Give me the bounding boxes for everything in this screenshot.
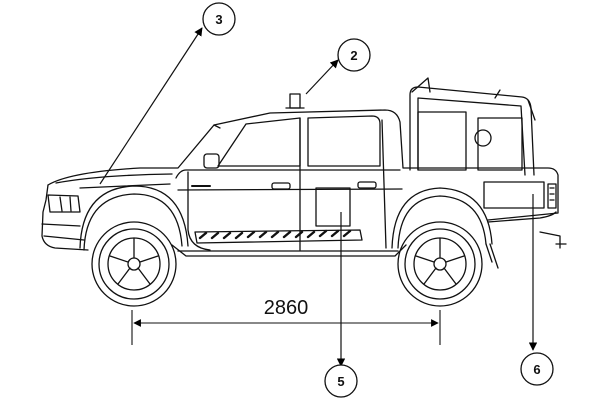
leader-line-3 xyxy=(99,27,203,185)
roof-beacon xyxy=(285,93,305,109)
door-stripe-decal xyxy=(194,229,363,244)
tail-light xyxy=(547,183,557,209)
callout-3-label: 3 xyxy=(215,12,222,27)
front-wheel xyxy=(91,221,177,307)
cab-doors xyxy=(187,117,387,251)
callout-6: 6 xyxy=(520,352,554,386)
callout-5-label: 5 xyxy=(337,374,344,389)
callout-6-label: 6 xyxy=(533,362,540,377)
callout-2-label: 2 xyxy=(350,48,357,63)
callout-3: 3 xyxy=(202,2,236,36)
wheelbase-dimension xyxy=(131,310,441,345)
cab-windows xyxy=(203,115,381,169)
rear-wheel xyxy=(397,221,483,307)
cargo-rack xyxy=(409,77,536,176)
callout-5: 5 xyxy=(324,364,358,398)
leader-line-2 xyxy=(305,59,339,95)
bed-side-panel-6 xyxy=(483,181,545,209)
wheelbase-dimension-label: 2860 xyxy=(264,297,309,319)
bed-cargo-boxes xyxy=(417,111,523,171)
door-panel-5 xyxy=(315,187,351,227)
tow-hitch xyxy=(539,231,567,249)
callout-2: 2 xyxy=(337,38,371,72)
